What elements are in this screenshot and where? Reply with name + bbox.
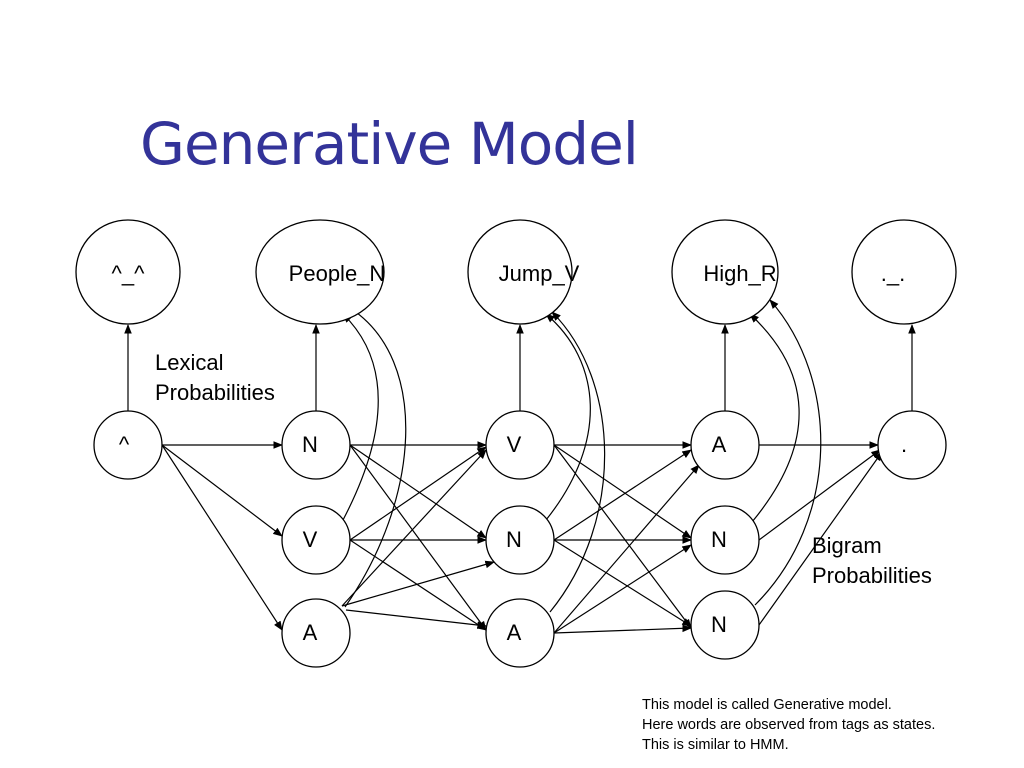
state-node-s4: . bbox=[877, 410, 947, 480]
transition-arrow bbox=[161, 444, 283, 537]
state-label: . bbox=[901, 432, 907, 457]
transition-arrow bbox=[553, 624, 692, 634]
transition-arrow bbox=[553, 444, 692, 539]
transition-arrow bbox=[553, 539, 692, 627]
transition-arrow bbox=[758, 449, 881, 541]
footnote-line-3: This is similar to HMM. bbox=[642, 737, 789, 753]
state-label: N bbox=[711, 612, 727, 637]
state-node-s0: ^ bbox=[93, 410, 163, 480]
state-node-s2N: N bbox=[485, 505, 555, 575]
state-node-s3N2: N bbox=[690, 590, 760, 660]
bigram-label-line-2: Probabilities bbox=[812, 563, 932, 588]
state-label: V bbox=[303, 527, 318, 552]
state-label: A bbox=[712, 432, 727, 457]
observation-node-o1: People_N bbox=[255, 219, 386, 325]
state-label: N bbox=[711, 527, 727, 552]
curved-emission-arrow bbox=[549, 311, 606, 613]
observation-label: ._. bbox=[881, 261, 905, 286]
transition-arrow bbox=[553, 544, 692, 634]
observation-label: High_R bbox=[703, 261, 776, 286]
observation-node-o0: ^_^ bbox=[75, 219, 181, 325]
transition-arrow bbox=[553, 444, 692, 629]
state-label: ^ bbox=[119, 432, 130, 457]
slide-title: Generative Model bbox=[140, 110, 639, 178]
state-node-s3A: A bbox=[690, 410, 760, 480]
footnote-line-2: Here words are observed from tags as sta… bbox=[642, 717, 936, 733]
lexical-label-line-1: Lexical bbox=[155, 350, 223, 375]
footnote-line-1: This model is called Generative model. bbox=[642, 697, 892, 713]
curved-emission-arrow bbox=[342, 313, 379, 521]
lexical-label-line-2: Probabilities bbox=[155, 380, 275, 405]
state-label: A bbox=[507, 620, 522, 645]
curved-emission-arrow bbox=[545, 313, 591, 521]
observation-node-o4: ._. bbox=[851, 219, 957, 325]
curved-emission-arrow bbox=[754, 299, 822, 606]
state-label: N bbox=[506, 527, 522, 552]
edges bbox=[124, 299, 916, 634]
hmm-diagram: ^_^ People_N Jump_V High_R ._. ^ N V A V… bbox=[75, 219, 957, 668]
state-label: V bbox=[507, 432, 522, 457]
transition-arrow bbox=[341, 560, 495, 607]
state-node-s1N: N bbox=[281, 410, 351, 480]
observation-label: People_N bbox=[289, 261, 386, 286]
state-node-s1V: V bbox=[281, 505, 351, 575]
transition-arrow bbox=[758, 451, 883, 626]
observation-label: Jump_V bbox=[499, 261, 580, 286]
footnote: This model is called Generative model. H… bbox=[642, 695, 935, 755]
state-label: A bbox=[303, 620, 318, 645]
bigram-label-line-1: Bigram bbox=[812, 533, 882, 558]
observation-node-o2: Jump_V bbox=[467, 219, 580, 325]
observation-label: ^_^ bbox=[112, 261, 146, 286]
transition-arrow bbox=[341, 449, 487, 607]
state-node-s2V: V bbox=[485, 410, 555, 480]
curved-emission-arrow bbox=[344, 307, 407, 608]
curved-emission-arrow bbox=[749, 313, 800, 523]
transition-arrow bbox=[553, 464, 700, 634]
transition-arrow bbox=[345, 609, 487, 629]
transition-arrow bbox=[553, 449, 692, 541]
state-label: N bbox=[302, 432, 318, 457]
transition-arrow bbox=[349, 444, 487, 539]
state-node-s1A: A bbox=[281, 598, 351, 668]
state-node-s2A: A bbox=[485, 598, 555, 668]
transition-arrow bbox=[161, 444, 283, 631]
transition-arrow bbox=[349, 444, 487, 631]
state-node-s3N1: N bbox=[690, 505, 760, 575]
transition-arrow bbox=[349, 539, 487, 631]
observation-node-o3: High_R bbox=[671, 219, 779, 325]
transition-arrow bbox=[349, 446, 487, 541]
